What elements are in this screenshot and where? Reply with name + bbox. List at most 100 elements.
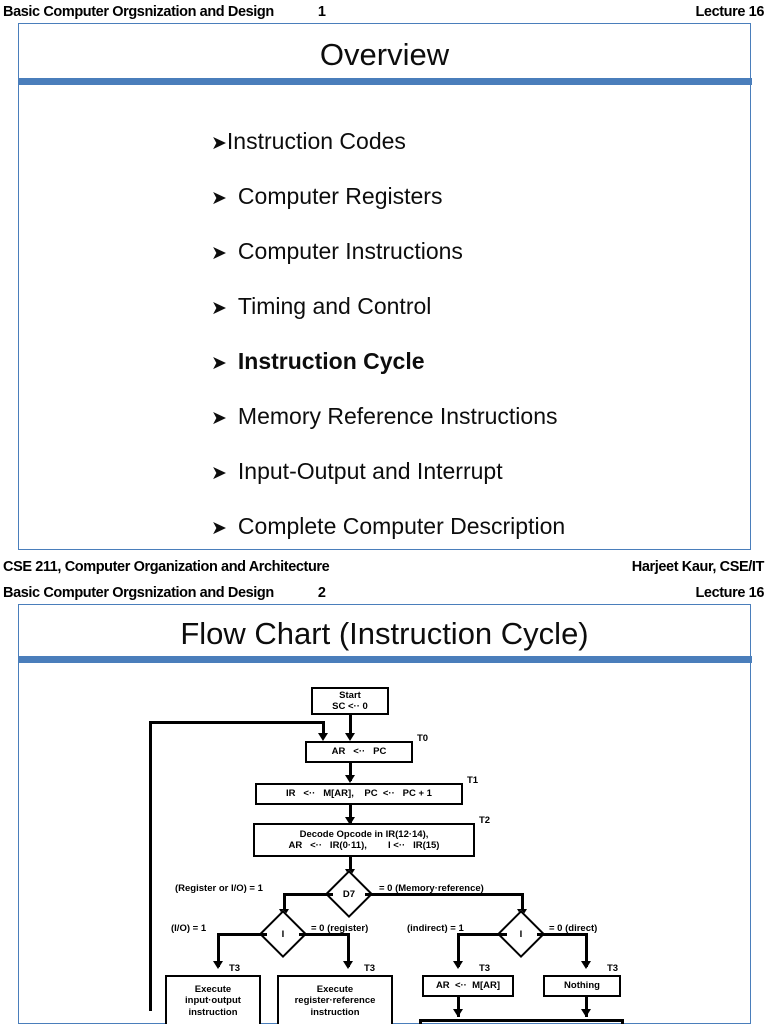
connector-i-left-drop-right [347,933,350,967]
connector-ar-mar-down [457,997,460,1017]
decision-label-i-left: I [281,928,285,940]
connector-start-to-ar [349,715,352,737]
connector-d7-right-drop [521,893,524,915]
list-item-label: Instruction Cycle [237,348,425,374]
list-item: ➤ Complete Computer Description [211,513,565,568]
arrow-bullet-icon: ➤ [211,298,227,319]
list-item: ➤ Input-Output and Interrupt [211,458,565,513]
timing-label-t2: T2 [479,815,491,826]
connector-decode-to-d7 [349,857,352,877]
branch-label-register-io: (Register or I/O) = 1 [175,883,263,894]
timing-label-t1: T1 [467,775,479,786]
flow-bottom-box-clipped [419,1019,623,1022]
connector-i-right-out-right [537,933,587,936]
slide2-title: Flow Chart (Instruction Cycle) [180,616,589,651]
arrow-bullet-icon: ➤ [211,188,227,209]
instruction-cycle-flowchart: Start SC <·· 0 AR <·· PC T0 IR <·· M[AR]… [19,605,750,1024]
slide1-bullet-list: ➤ Instruction Codes ➤ Computer Registers… [211,128,565,568]
footer-course-label: CSE 211, Computer Organization and Archi… [3,559,330,575]
arrowhead-icon [318,733,328,741]
timing-label-t3-c: T3 [479,963,491,974]
connector-ar-to-ir [349,763,352,781]
slide2-header-title: Basic Computer Orgsnization and Design [3,585,274,601]
branch-label-io: (I/O) = 1 [171,923,207,934]
slide-1: Overview ➤ Instruction Codes ➤ Computer … [17,23,752,550]
connector-d7-left [283,893,333,896]
list-item: ➤ Computer Instructions [211,238,565,293]
slide-2: Flow Chart (Instruction Cycle) Start SC … [17,604,752,1024]
list-item-label: Computer Registers [237,183,443,209]
list-item: ➤ Memory Reference Instructions [211,403,565,458]
flow-execute-io-box: Execute input·output instruction [165,975,261,1024]
connector-ir-to-decode [349,805,352,823]
slide1-title: Overview [319,37,450,72]
slide1-header-title: Basic Computer Orgsnization and Design [3,4,274,20]
connector-i-left-drop-left [217,933,220,967]
slide1-accent-bar [17,78,752,85]
arrow-bullet-icon: ➤ [211,243,227,264]
arrow-bullet-icon: ➤ [211,518,227,539]
arrowhead-icon [453,1009,463,1017]
list-item-label: Timing and Control [237,293,432,319]
slide2-header-lecture: Lecture 16 [695,585,764,601]
timing-label-t3-a: T3 [229,963,241,974]
slide1-running-header: Basic Computer Orgsnization and Design 1… [0,2,768,22]
timing-label-t0: T0 [417,733,429,744]
decision-label-d7: D7 [342,888,356,900]
list-item: ➤ Timing and Control [211,293,565,348]
list-item-label: Memory Reference Instructions [237,403,558,429]
arrowhead-icon [213,961,223,969]
flow-nothing-box: Nothing [543,975,621,997]
branch-label-direct: = 0 (direct) [549,923,598,934]
arrow-bullet-icon: ➤ [211,408,227,429]
connector-i-left-out-right [299,933,349,936]
arrowhead-icon [345,817,355,825]
connector-i-right-out-left [457,933,507,936]
slide1-header-number: 1 [317,4,326,20]
footer-author-label: Harjeet Kaur, CSE/IT [631,559,765,575]
list-item: ➤ Instruction Cycle [211,348,565,403]
list-item-label: Computer Instructions [237,238,463,264]
flow-start-box: Start SC <·· 0 [311,687,389,715]
timing-label-t3-b: T3 [364,963,376,974]
connector-feedback-vertical [149,721,152,1011]
flow-decode-box: Decode Opcode in IR(12·14), AR <·· IR(0·… [253,823,475,857]
arrowhead-icon [581,961,591,969]
slide2-accent-bar [17,656,752,663]
slide1-footer: CSE 211, Computer Organization and Archi… [0,557,768,577]
flow-ir-fetch-box: IR <·· M[AR], PC <·· PC + 1 [255,783,463,805]
arrowhead-icon [453,961,463,969]
connector-d7-left-drop [283,893,286,915]
flow-bottom-box-left-edge [419,1019,422,1024]
connector-feedback-horizontal [149,721,324,724]
flow-bottom-box-right-edge [621,1019,624,1024]
branch-label-indirect: (indirect) = 1 [407,923,464,934]
connector-d7-right [365,893,523,896]
connector-feedback-drop [322,721,325,737]
arrow-bullet-icon: ➤ [211,353,227,374]
slide2-header-number: 2 [317,585,326,601]
flow-execute-register-box: Execute register·reference instruction [277,975,393,1024]
list-item-label: Instruction Codes [226,128,406,154]
connector-i-right-drop-left [457,933,460,967]
flow-ar-pc-box: AR <·· PC [305,741,413,763]
slide2-running-header: Basic Computer Orgsnization and Design 2… [0,583,768,603]
list-item-label: Input-Output and Interrupt [237,458,503,484]
arrowhead-icon [343,961,353,969]
timing-label-t3-d: T3 [607,963,619,974]
decision-label-i-right: I [519,928,523,940]
branch-label-memory-reference: = 0 (Memory·reference) [379,883,484,894]
list-item-label: Complete Computer Description [237,513,566,539]
arrowhead-icon [345,733,355,741]
list-item: ➤ Instruction Codes [211,128,565,183]
branch-label-register: = 0 (register) [311,923,369,934]
slide1-header-lecture: Lecture 16 [695,4,764,20]
connector-i-right-drop-right [585,933,588,967]
connector-nothing-down [585,997,588,1017]
flow-ar-mar-box: AR <·· M[AR] [422,975,514,997]
arrow-bullet-icon: ➤ [211,463,227,484]
arrow-bullet-icon: ➤ [211,133,227,154]
connector-i-left-out-left [217,933,267,936]
arrowhead-icon [581,1009,591,1017]
